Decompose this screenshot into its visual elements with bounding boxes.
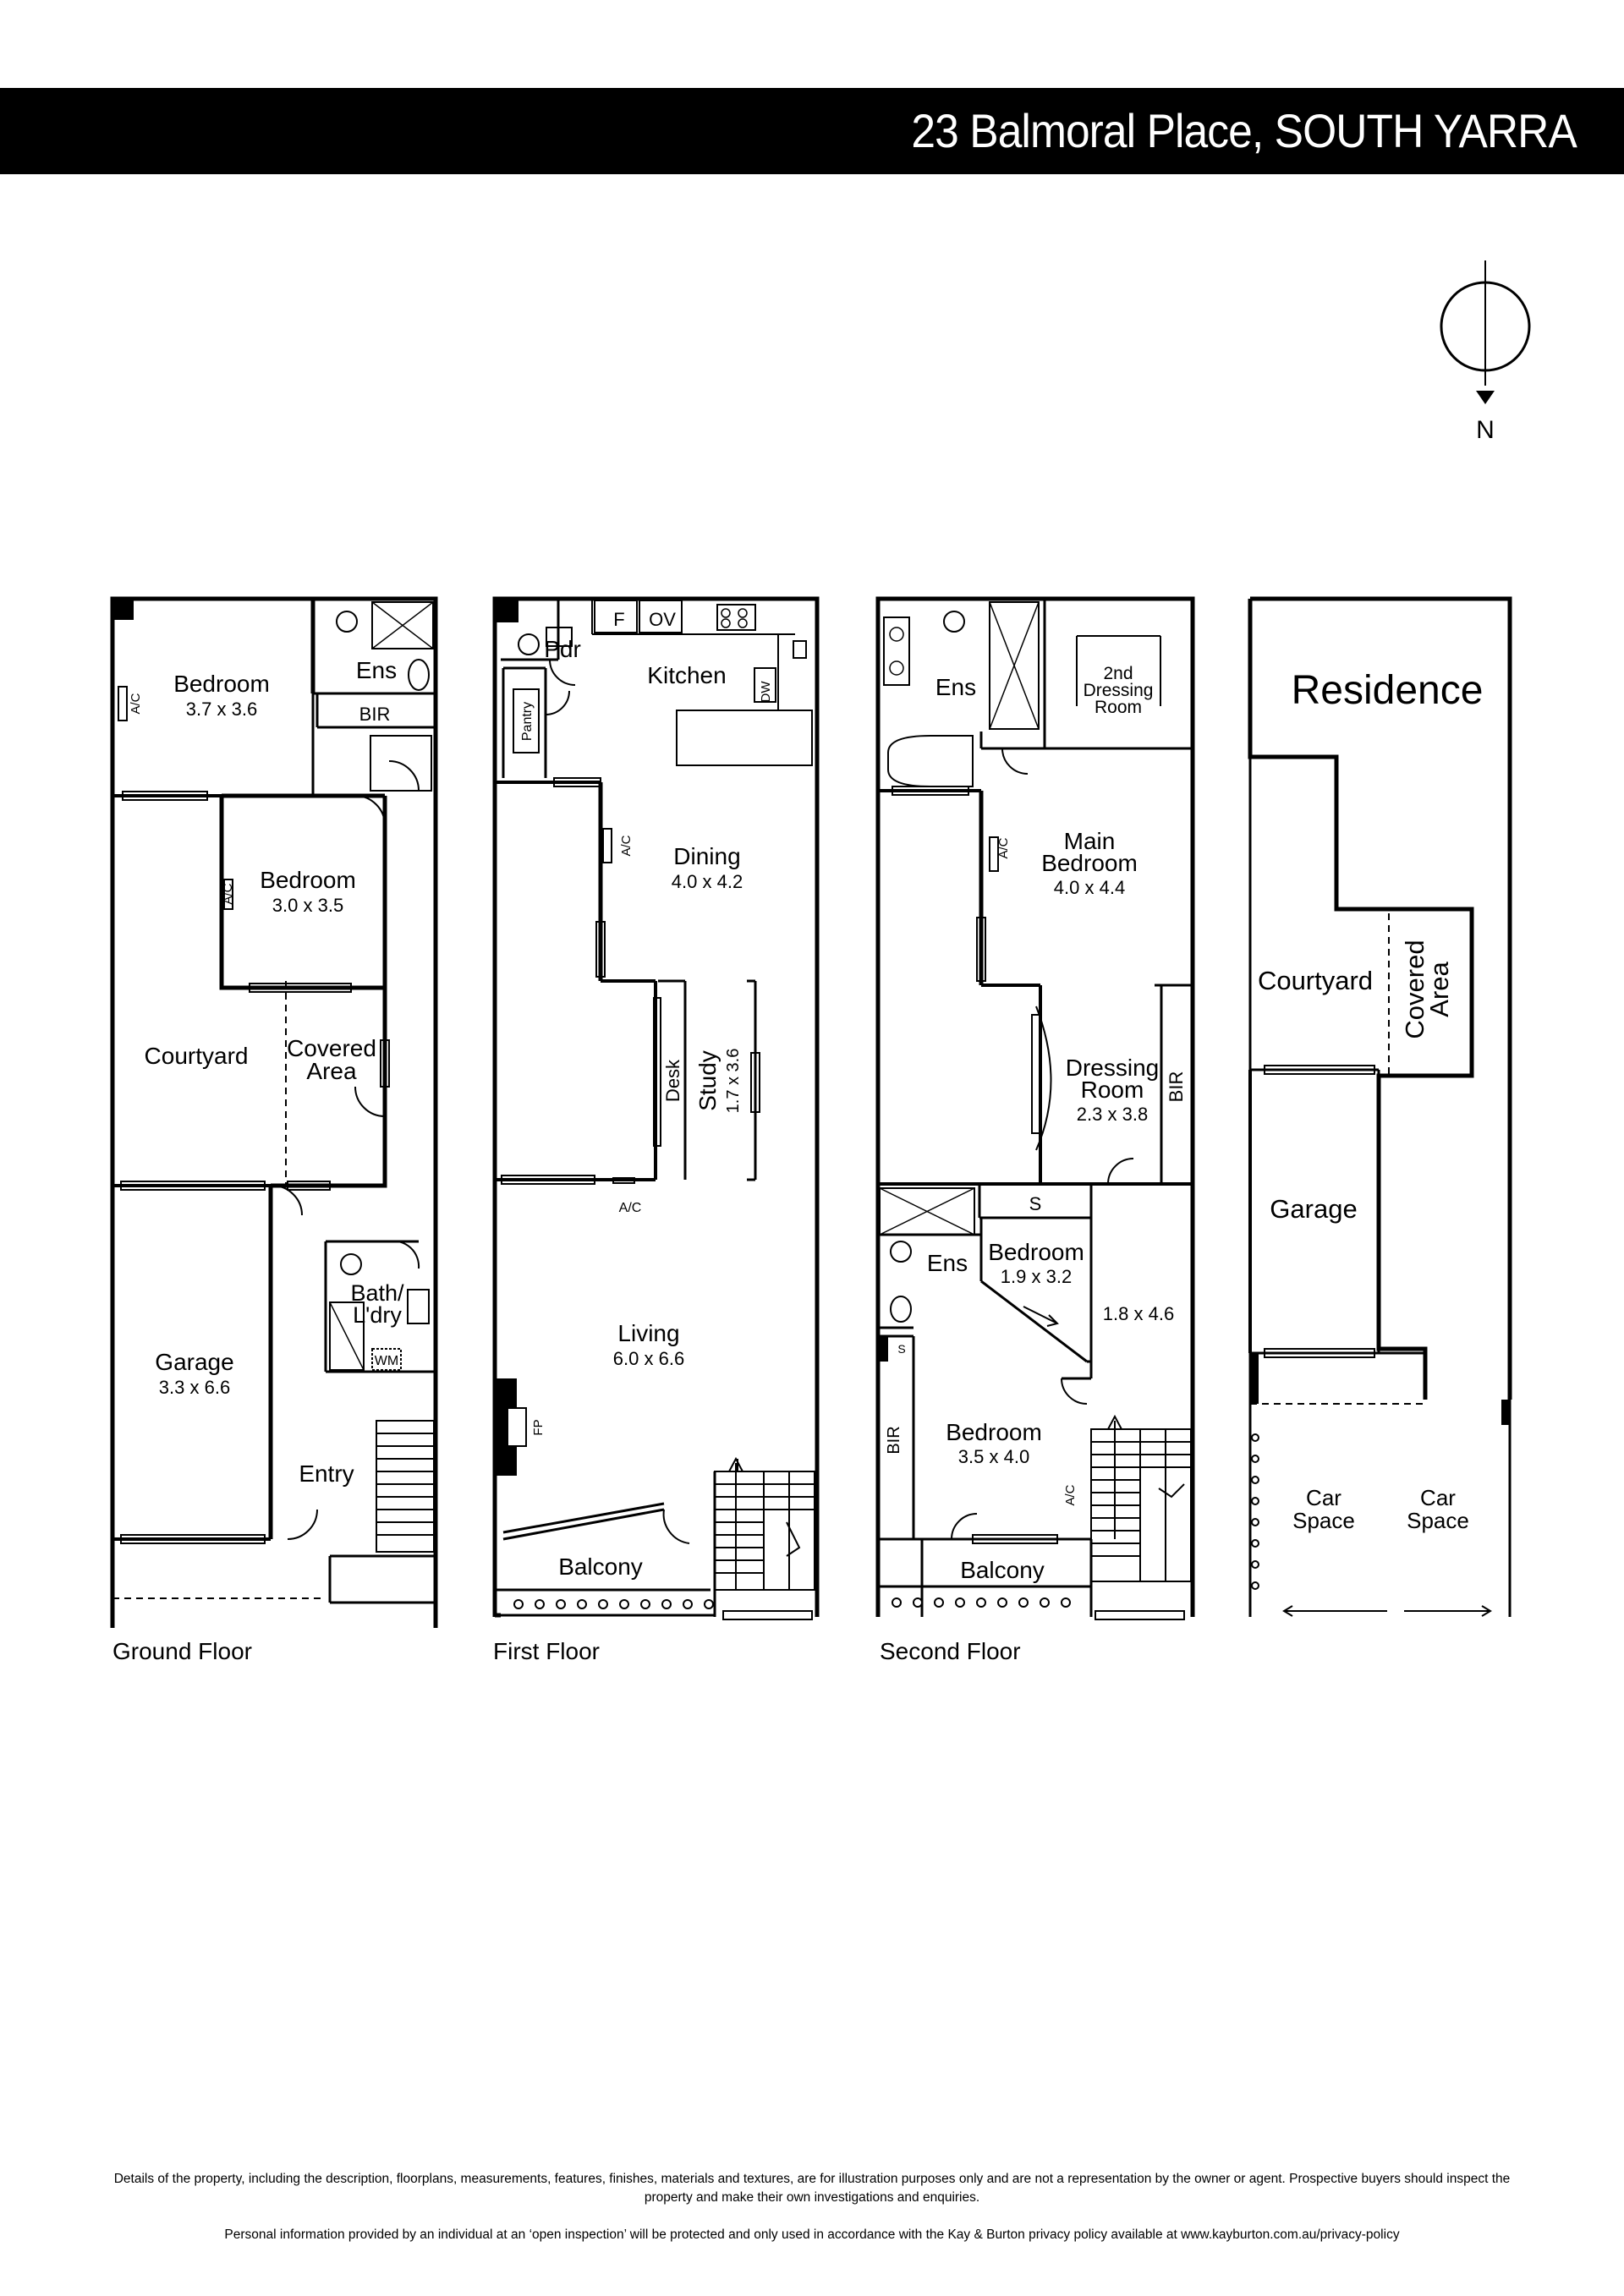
privacy-line: Personal information provided by an indi…: [224, 2228, 1400, 2242]
second-bedroom-small-label: Bedroom: [988, 1239, 1084, 1265]
ground-covered-label-2: Area: [306, 1058, 357, 1084]
ground-wm-label: WM: [375, 1354, 398, 1368]
ground-ens-label: Ens: [356, 657, 397, 683]
north-compass-icon: N: [1440, 260, 1531, 444]
header-banner: 23 Balmoral Place, SOUTH YARRA: [0, 88, 1624, 174]
site-courtyard-label: Courtyard: [1258, 966, 1373, 995]
first-dw-label: DW: [759, 681, 773, 703]
site-plan-labels: Residence Courtyard Covered Area Garage …: [1258, 668, 1483, 1533]
first-f-label: F: [613, 609, 624, 630]
site-covered-label-2: Area: [1424, 962, 1454, 1017]
second-s-2-label: S: [897, 1342, 905, 1356]
ground-floor-caption: Ground Floor: [112, 1638, 252, 1664]
first-study-dims: 1.7 x 3.6: [724, 1049, 743, 1114]
second-ens-1-label: Ens: [935, 674, 976, 700]
site-garage-label: Garage: [1270, 1194, 1357, 1224]
disclaimer-text: Details of the property, including the d…: [85, 2170, 1539, 2207]
ground-garage-label: Garage: [155, 1349, 233, 1375]
ground-garage-dims: 3.3 x 6.6: [159, 1377, 230, 1398]
first-kitchen-label: Kitchen: [647, 662, 726, 688]
first-balcony-label: Balcony: [558, 1553, 643, 1580]
ground-ac-2-label: A/C: [221, 883, 235, 904]
first-floor-plan: [492, 596, 820, 1620]
first-dining-dims: 4.0 x 4.2: [672, 871, 743, 892]
second-bedroom-label: Bedroom: [946, 1419, 1042, 1445]
ground-courtyard-label: Courtyard: [145, 1043, 249, 1069]
second-main-bedroom-label-1: Main: [1064, 828, 1116, 854]
site-car-space-1-label-1: Car: [1306, 1485, 1341, 1510]
ground-bedroom-1-dims: 3.7 x 3.6: [186, 699, 257, 720]
first-ov-label: OV: [649, 609, 676, 630]
site-covered-label-1: Covered: [1400, 940, 1429, 1038]
privacy-text: Personal information provided by an indi…: [85, 2226, 1539, 2244]
second-floor-labels: Ens 2nd Dressing Room A/C Main Bedroom 4…: [880, 664, 1187, 1664]
second-ens-2-label: Ens: [927, 1250, 968, 1276]
first-ac-1-label: A/C: [619, 835, 634, 856]
ground-bedroom-2-label: Bedroom: [260, 867, 356, 893]
second-dressing2-label-3: Room: [1095, 698, 1142, 717]
site-car-space-2-label-2: Space: [1407, 1508, 1469, 1533]
second-bir-1-label: BIR: [1166, 1071, 1187, 1103]
site-residence-label: Residence: [1292, 668, 1484, 713]
second-dressing2-label-1: 2nd: [1103, 664, 1133, 683]
first-floor-labels: Pdr F OV Kitchen Pantry DW A/C Dining 4.…: [493, 609, 773, 1664]
second-bedroom-small-dims: 1.9 x 3.2: [1001, 1266, 1072, 1287]
ground-bir-label: BIR: [359, 704, 391, 725]
second-balcony-label: Balcony: [960, 1557, 1045, 1583]
second-bedroom-dims: 3.5 x 4.0: [958, 1446, 1029, 1467]
second-floor-plan: [875, 596, 1195, 1620]
ground-ac-1-label: A/C: [129, 693, 143, 714]
first-desk-label: Desk: [662, 1059, 683, 1102]
ground-bedroom-1-label: Bedroom: [173, 671, 270, 697]
second-dressing2-label-2: Dressing: [1084, 681, 1154, 700]
ground-floor-plan: [110, 596, 438, 1628]
second-s-1-label: S: [1029, 1193, 1042, 1214]
first-study-label: Study: [694, 1050, 721, 1111]
first-fp-label: FP: [531, 1419, 546, 1435]
second-floor-caption: Second Floor: [880, 1638, 1021, 1664]
ground-floor-labels: Bedroom 3.7 x 3.6 Ens BIR A/C Bedroom 3.…: [112, 657, 404, 1664]
second-ac-1-label: A/C: [996, 837, 1011, 858]
second-dressing-label-1: Dressing: [1066, 1055, 1159, 1081]
first-living-label: Living: [617, 1320, 679, 1346]
second-hall-dims: 1.8 x 4.6: [1103, 1303, 1174, 1324]
property-address: 23 Balmoral Place, SOUTH YARRA: [911, 104, 1577, 157]
site-car-space-1-label-2: Space: [1292, 1508, 1355, 1533]
first-dining-label: Dining: [673, 843, 740, 869]
site-car-space-2-label-1: Car: [1420, 1485, 1456, 1510]
first-pantry-label: Pantry: [520, 702, 535, 741]
second-bir-2-label: BIR: [885, 1426, 903, 1454]
disclaimer-line-1: Details of the property, including the d…: [113, 2172, 1511, 2186]
ground-bath-label-2: L'dry: [353, 1302, 402, 1328]
ground-entry-label: Entry: [299, 1460, 354, 1487]
north-label: N: [1476, 416, 1495, 444]
second-ac-2-label: A/C: [1063, 1484, 1078, 1505]
second-main-bedroom-label-2: Bedroom: [1041, 850, 1138, 876]
site-plan: [1248, 596, 1512, 1617]
first-ac-2-label: A/C: [619, 1201, 642, 1215]
ground-bedroom-2-dims: 3.0 x 3.5: [272, 895, 343, 916]
first-living-dims: 6.0 x 6.6: [613, 1348, 684, 1369]
ground-bath-label-1: Bath/: [350, 1280, 404, 1306]
second-main-bedroom-dims: 4.0 x 4.4: [1054, 877, 1125, 898]
first-pdr-label: Pdr: [544, 636, 581, 662]
second-dressing-label-2: Room: [1081, 1077, 1144, 1103]
second-dressing-dims: 2.3 x 3.8: [1077, 1104, 1148, 1125]
ground-covered-label-1: Covered: [287, 1035, 376, 1061]
first-floor-caption: First Floor: [493, 1638, 600, 1664]
disclaimer-line-2: property and make their own investigatio…: [644, 2190, 980, 2205]
